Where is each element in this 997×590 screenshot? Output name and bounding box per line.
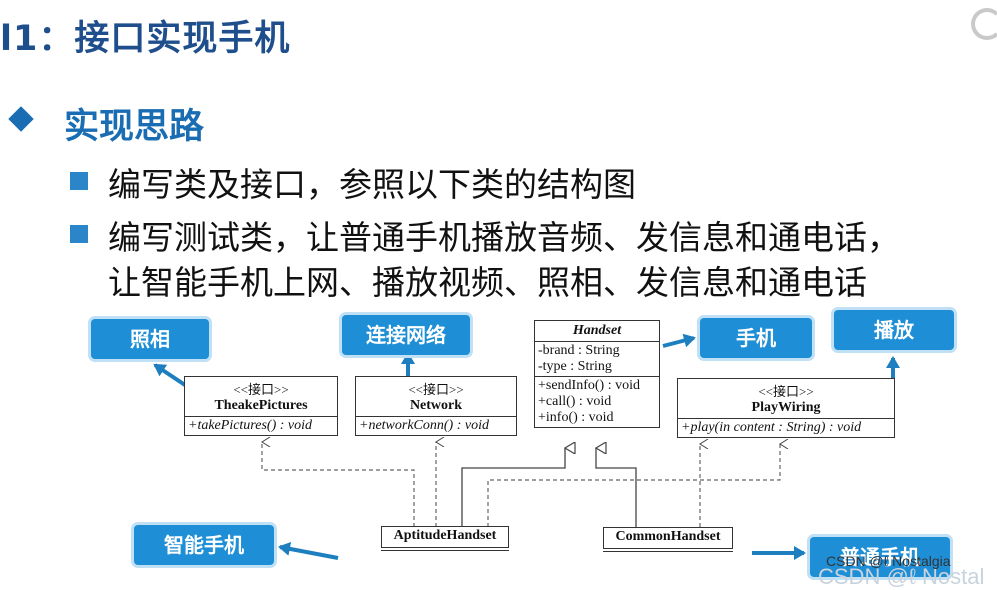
- class-divider: [603, 551, 733, 552]
- class-name: PlayWiring: [751, 400, 821, 415]
- stereotype-label: <<接口>>: [233, 382, 289, 397]
- callout-connect-network: 连接网络: [342, 315, 470, 355]
- class-divider: [381, 550, 509, 551]
- method-item: +takePictures() : void: [185, 416, 337, 435]
- callout-smartphone: 智能手机: [134, 525, 274, 565]
- watermark-line-1: CSDN @ℓ Nostalgia: [826, 553, 951, 569]
- class-theakepictures: <<接口>> TheakePictures +takePictures() : …: [184, 376, 338, 436]
- attribute-section: -brand : String -type : String: [535, 341, 659, 376]
- bullet-text-1: 编写类及接口，参照以下类的结构图: [108, 165, 636, 204]
- callout-phone: 手机: [700, 318, 812, 358]
- slide-title: l1：接口实现手机: [0, 19, 291, 59]
- class-network: <<接口>> Network +networkConn() : void: [355, 376, 517, 436]
- realization-aptitude-playwiring: [487, 444, 780, 527]
- class-name: Handset: [572, 323, 622, 338]
- method-item: +sendInfo() : void: [538, 378, 640, 393]
- attribute-item: -brand : String: [538, 343, 620, 358]
- class-name: AptitudeHandset: [393, 528, 497, 543]
- stereotype-label: <<接口>>: [758, 384, 814, 399]
- realization-aptitude-theake: [262, 442, 415, 527]
- callout-normal-phone: 普通手机: [810, 537, 950, 577]
- generalization-common-handset: [596, 448, 637, 527]
- stereotype-label: <<接口>>: [408, 382, 464, 397]
- attribute-item: -type : String: [538, 359, 612, 374]
- arrow-phone: [662, 333, 696, 348]
- method-section: +sendInfo() : void +call() : void +info(…: [535, 376, 659, 427]
- class-commonhandset: CommonHandset: [603, 527, 733, 549]
- generalization-aptitude-handset: [461, 448, 565, 527]
- class-name: CommonHandset: [615, 529, 721, 544]
- square-bullet-icon: [70, 172, 88, 190]
- callout-play: 播放: [834, 310, 954, 350]
- method-item: +play(in content : String) : void: [678, 418, 894, 437]
- class-name: Network: [409, 398, 463, 413]
- class-name: TheakePictures: [214, 398, 308, 413]
- bullet-text-2: 编写测试类，让普通手机播放音频、发信息和通电话，: [108, 218, 900, 257]
- class-aptitudehandset: AptitudeHandset: [381, 526, 509, 548]
- method-item: +networkConn() : void: [356, 416, 516, 435]
- method-item: +call() : void: [538, 394, 612, 409]
- arrow-smart: [278, 541, 339, 560]
- square-bullet-icon: [70, 225, 88, 243]
- class-playwiring: <<接口>> PlayWiring +play(in content : Str…: [677, 378, 895, 438]
- loading-spinner-icon: [971, 8, 997, 40]
- class-handset: Handset -brand : String -type : String +…: [534, 320, 660, 428]
- section-heading: 实现思路: [64, 107, 205, 147]
- callout-photo: 照相: [91, 319, 209, 359]
- method-item: +info() : void: [538, 410, 614, 425]
- bullet-text-3: 让智能手机上网、播放视频、照相、发信息和通电话: [108, 263, 867, 302]
